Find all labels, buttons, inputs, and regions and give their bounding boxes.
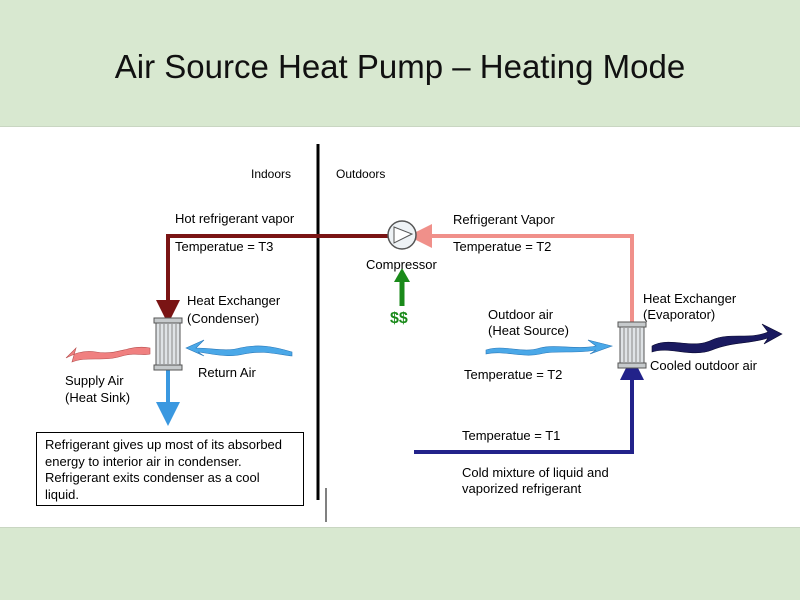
temp-t1-label: Temperatue = T1 [462,428,561,443]
energy-cost-label: $$ [390,310,408,327]
hot-vapor-label: Hot refrigerant vapor [175,211,295,226]
cooled-outdoor-air-arrow [651,323,783,354]
outdoor-air-label-line1: Outdoor air [488,307,554,322]
outdoor-air-arrow [485,339,614,356]
condenser-heat-exchanger-icon [153,317,183,371]
supply-air-label-line2: (Heat Sink) [65,390,131,405]
cold-mixture-label-line2: vaporized refrigerant [462,481,582,496]
refrigerant-vapor-label: Refrigerant Vapor [453,212,555,227]
indoors-label: Indoors [251,167,292,181]
cold-mixture-label-line1: Cold mixture of liquid and [462,465,609,480]
outdoor-air-label-line2: (Heat Source) [488,323,569,338]
return-air-label: Return Air [198,365,256,380]
energy-input-arrow [394,268,410,306]
condenser-description-box: Refrigerant gives up most of its absorbe… [36,432,304,506]
cooled-outdoor-air-label: Cooled outdoor air [650,358,757,373]
condenser-label-line2: (Condenser) [187,311,260,326]
supply-air-label-line1: Supply Air [65,373,124,388]
temp-t2-mid-label: Temperatue = T2 [464,367,563,382]
cold-liquid-pipe [414,356,644,454]
temp-t3-label: Temperatue = T3 [175,239,274,254]
warm-supply-air-arrow [65,346,151,363]
evaporator-label-line2: (Evaporator) [643,307,716,322]
slide-title: Air Source Heat Pump – Heating Mode [114,48,686,85]
temp-t2-top-label: Temperatue = T2 [453,239,552,254]
evaporator-label-line1: Heat Exchanger [643,291,737,306]
vapor-return-pipe [408,224,634,322]
compressor-icon [387,220,417,250]
compressor-label: Compressor [366,257,437,272]
outdoors-label: Outdoors [336,167,386,181]
hot-vapor-pipe [156,234,388,324]
return-air-arrow [185,339,293,357]
condenser-label-line1: Heat Exchanger [187,293,281,308]
evaporator-heat-exchanger-icon [617,321,647,369]
